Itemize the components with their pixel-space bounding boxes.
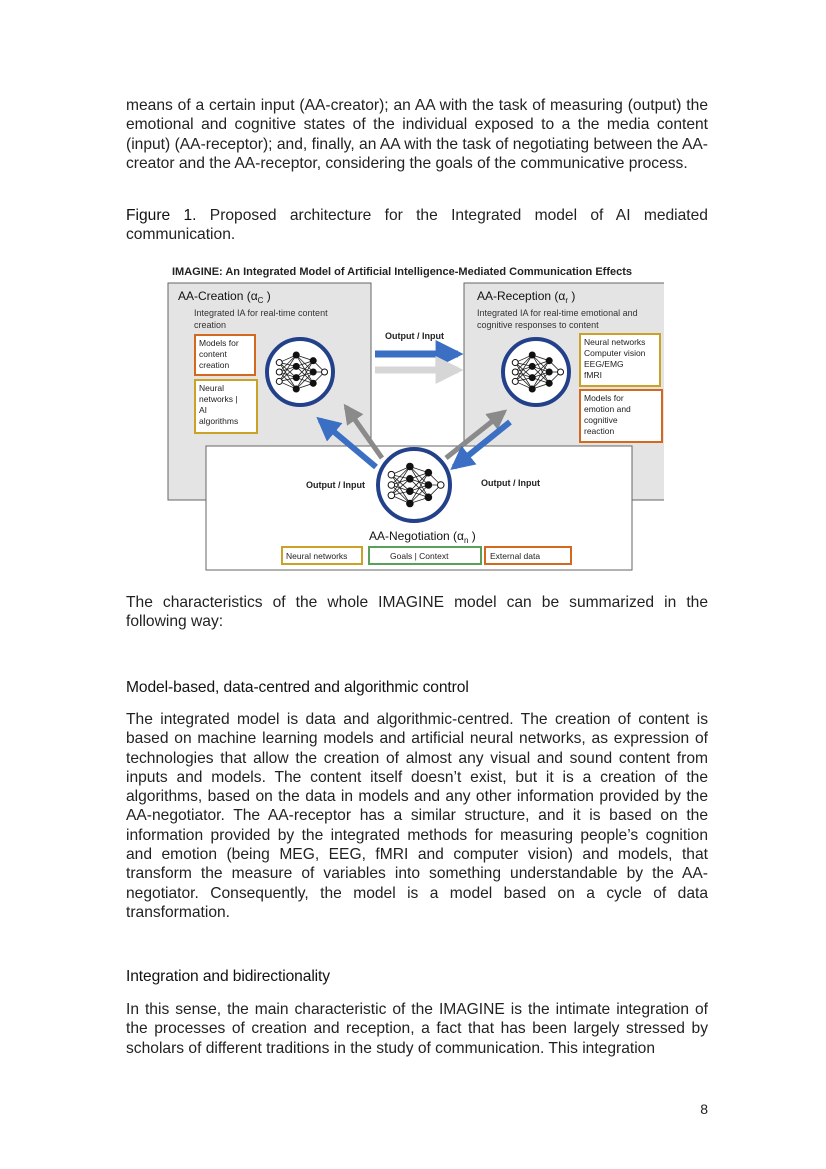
creation-networks-line-4: algorithms <box>199 416 238 426</box>
creation-networks-line-2: networks | <box>199 394 238 404</box>
figure-caption-text: Proposed architecture for the Integrated… <box>126 207 708 244</box>
reception-description-line-2: cognitive responses to content <box>477 320 599 330</box>
reception-methods-line-4: fMRI <box>584 370 602 380</box>
reception-methods-line-2: Computer vision <box>584 348 646 358</box>
reception-to-negotiation-arrow <box>450 419 512 471</box>
tag-external-data <box>484 546 572 565</box>
tag-external-data-label: External data <box>490 551 540 561</box>
figure-caption-label: Figure 1. <box>126 207 197 224</box>
negotiation-title: AA-Negotiation (αn ) <box>369 529 476 545</box>
intro-paragraph: means of a certain input (AA-creator); a… <box>126 97 708 172</box>
tag-goals-context-label: Goals | Context <box>390 551 449 561</box>
summary-paragraph: The characteristics of the whole IMAGINE… <box>126 594 708 631</box>
reception-methods-line-1: Neural networks <box>584 337 645 347</box>
creation-networks-line-3: AI <box>199 405 207 415</box>
reception-description-line-1: Integrated IA for real-time emotional an… <box>477 308 638 318</box>
reception-models-line-4: reaction <box>584 426 615 436</box>
diagram-title: IMAGINE: An Integrated Model of Artifici… <box>172 266 632 278</box>
creation-title: AA-Creation (αC ) <box>178 289 271 305</box>
section-heading-integration: Integration and bidirectionality <box>126 968 330 985</box>
tag-goals-context <box>368 546 482 565</box>
creation-models-line-2: content <box>199 349 228 359</box>
section-heading-model-based: Model-based, data-centred and algorithmi… <box>126 679 469 696</box>
reception-methods-line-3: EEG/EMG <box>584 359 624 369</box>
reception-title: AA-Reception (αr ) <box>477 289 575 305</box>
creation-models-line-3: creation <box>199 360 230 370</box>
creation-models-box <box>194 334 256 376</box>
imagine-architecture-diagram: IMAGINE: An Integrated Model of Artifici… <box>164 262 664 574</box>
negotiation-to-creation-arrow <box>316 416 378 470</box>
section-body-integration: In this sense, the main characteristic o… <box>126 1001 708 1057</box>
reception-models-box <box>579 389 663 443</box>
page-number: 8 <box>700 1101 708 1117</box>
flow-label-right: Output / Input <box>481 478 540 488</box>
reception-methods-box <box>579 333 661 387</box>
tag-neural-networks-label: Neural networks <box>286 551 347 561</box>
tag-neural-networks <box>281 546 363 565</box>
creation-networks-box <box>194 379 258 434</box>
creation-neural-network-icon <box>265 337 335 407</box>
creation-description-line-2: creation <box>194 320 226 330</box>
negotiation-to-creation-arrow-grey <box>343 403 385 460</box>
flow-label-top: Output / Input <box>385 331 444 341</box>
section-body-model-based: The integrated model is data and algorit… <box>126 711 708 921</box>
reception-models-line-2: emotion and <box>584 404 631 414</box>
figure-caption: Figure 1. Proposed architecture for the … <box>126 206 708 245</box>
reception-models-line-3: cognitive <box>584 415 618 425</box>
creation-networks-line-1: Neural <box>199 383 224 393</box>
creation-description-line-1: Integrated IA for real-time content <box>194 308 328 318</box>
negotiation-neural-network-icon <box>376 447 452 523</box>
reception-models-line-1: Models for <box>584 393 624 403</box>
reception-neural-network-icon <box>501 337 571 407</box>
creation-models-line-1: Models for <box>199 338 239 348</box>
flow-label-left: Output / Input <box>306 480 365 490</box>
